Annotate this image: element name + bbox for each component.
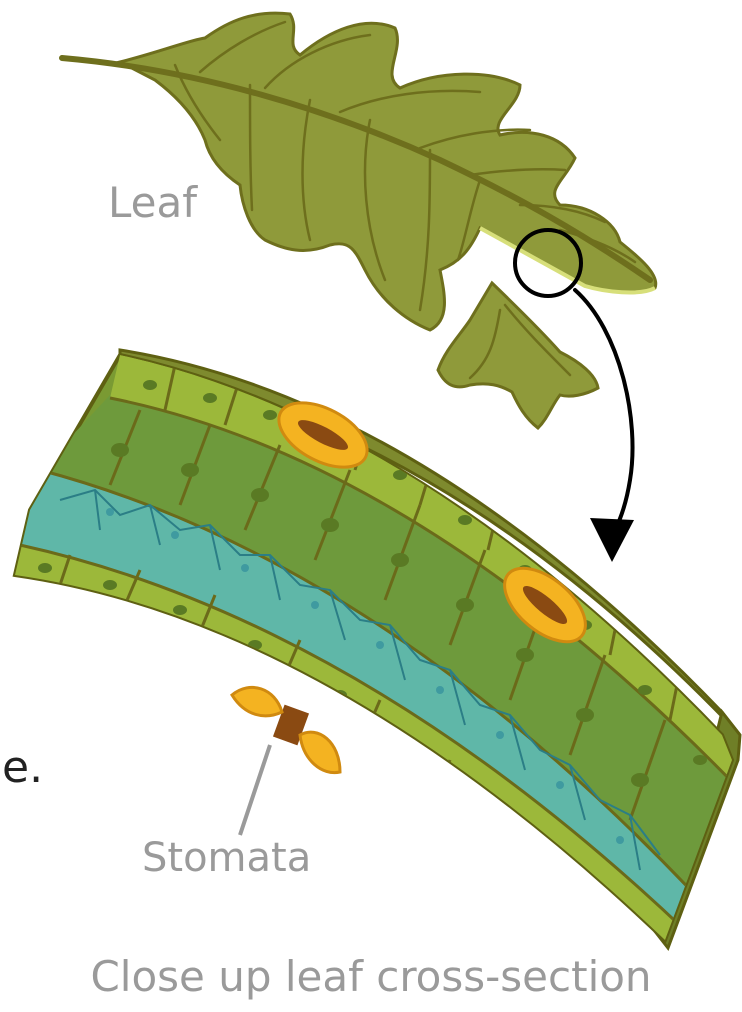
leaf-label: Leaf	[108, 178, 197, 227]
stomata-label: Stomata	[142, 835, 311, 881]
edge-text-fragment: e.	[2, 742, 43, 793]
diagram-caption: Close up leaf cross-section	[0, 952, 742, 1001]
stomata-pointer	[240, 745, 270, 835]
curved-arrow-icon	[575, 290, 634, 562]
leaf-fragment	[438, 283, 598, 428]
stoma-bottom	[232, 687, 340, 772]
